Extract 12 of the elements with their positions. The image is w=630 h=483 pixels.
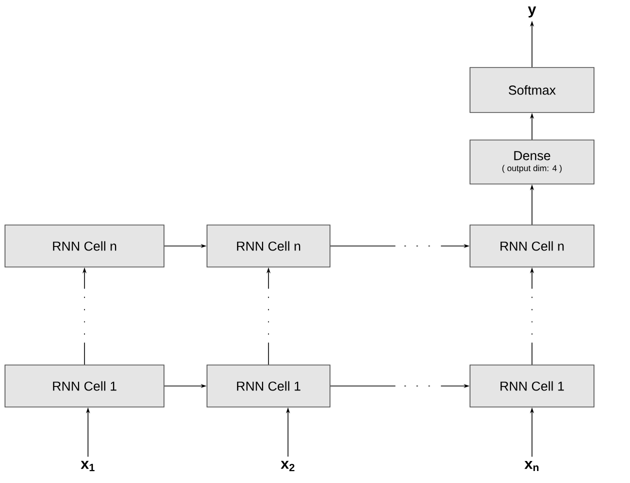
layer-box: Dense ( output dim: 4 ) — [470, 140, 594, 184]
layer-box: RNN Cell 1 — [4, 364, 164, 408]
layer-box: RNN Cell 1 — [470, 364, 594, 408]
layer-box: RNN Cell n — [4, 224, 164, 268]
input-label: x$_{n}$ — [524, 460, 538, 472]
layer-box: RNN Cell n — [206, 224, 330, 268]
input-label: y — [528, 6, 536, 18]
layer-box: Softmax — [470, 67, 594, 113]
input-label: x$_{2}$ — [280, 460, 294, 472]
input-label: x$_{1}$ — [80, 460, 95, 472]
layer-box: RNN Cell 1 — [206, 364, 330, 408]
layer-box: RNN Cell n — [470, 224, 594, 268]
